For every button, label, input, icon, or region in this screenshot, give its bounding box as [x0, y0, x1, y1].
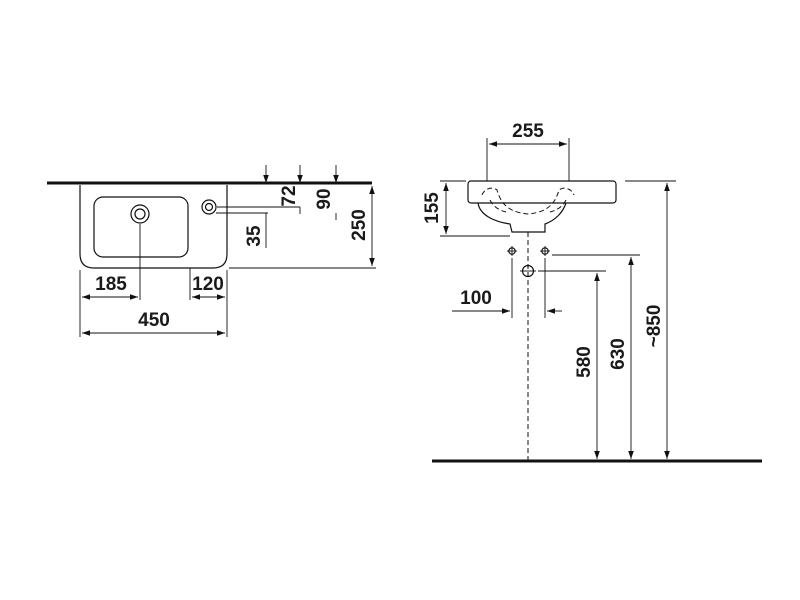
dim-label-90: 90 [314, 188, 335, 209]
basin-rim [467, 180, 617, 204]
plan-view: 72 90 35 250 185 120 450 [47, 165, 376, 337]
dim-label-450: 450 [138, 310, 170, 331]
dim-label-250: 250 [349, 209, 370, 241]
dim-label-72: 72 [279, 185, 300, 206]
tap-hole-outer-icon [201, 199, 217, 215]
fixing-bolt-left-icon [507, 246, 517, 256]
basin-bowl [93, 196, 189, 258]
dim-label-120: 120 [192, 274, 224, 295]
basin-bowl-profile [477, 202, 567, 233]
drain-outer-icon [130, 204, 150, 224]
dim-label-630: 630 [608, 338, 629, 370]
dim-label-255: 255 [512, 121, 544, 142]
drain-inner-icon [134, 208, 146, 220]
dim-label-185: 185 [95, 274, 127, 295]
tap-hole-inner-icon [204, 202, 214, 212]
dim-label-580: 580 [574, 346, 595, 378]
basin-outline [79, 185, 228, 269]
basin-inner-dashed [481, 187, 575, 215]
dim-label-35: 35 [244, 225, 265, 247]
dim-label-100: 100 [460, 288, 492, 309]
dim-label-850: ~850 [644, 305, 665, 348]
fixing-bolt-right-icon [540, 246, 550, 256]
side-view: 255 155 100 580 630 ~850 [422, 121, 762, 463]
dim-label-155: 155 [422, 192, 443, 224]
